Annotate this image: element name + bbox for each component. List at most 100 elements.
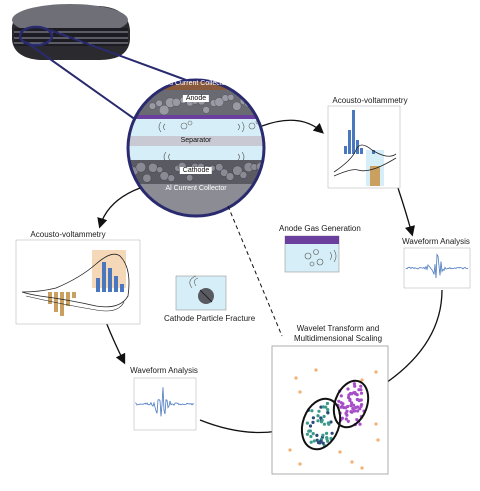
scatter-point xyxy=(350,401,354,405)
cathode-particle xyxy=(274,174,283,183)
arrow-to-av-left xyxy=(97,187,141,229)
cathode-particle xyxy=(262,167,264,176)
anode-particle xyxy=(214,97,224,107)
scatter-point xyxy=(288,448,292,452)
anode-particle xyxy=(172,97,181,107)
scatter-point xyxy=(319,405,323,409)
arrow-to-av-right xyxy=(261,119,324,134)
scatter-point xyxy=(359,404,363,408)
scatter-point xyxy=(352,382,356,386)
scatter-point xyxy=(311,420,315,424)
scatter-point xyxy=(309,434,313,439)
scatter-point xyxy=(325,431,329,435)
scatter-point xyxy=(322,422,326,426)
anode-particle xyxy=(251,98,259,107)
scatter-point xyxy=(353,409,357,413)
wavelet-title-line1: Wavelet Transform and xyxy=(296,324,380,333)
scatter-point xyxy=(357,388,361,392)
cathode-particle xyxy=(239,171,248,179)
scatter-point xyxy=(322,414,326,419)
al-collector-label: Al Current Collector xyxy=(165,185,227,192)
cu-collector-label: Cu Current Collector xyxy=(164,80,228,87)
scatter-point xyxy=(321,441,325,445)
scatter-point xyxy=(349,404,353,408)
cathode-fracture-title: Cathode Particle Fracture xyxy=(164,314,256,323)
scatter-point xyxy=(356,409,360,413)
cathode-particle xyxy=(135,162,147,173)
scatter-point xyxy=(329,436,333,441)
anode-particle xyxy=(275,101,283,109)
anode-particle xyxy=(261,102,264,113)
scatter-point xyxy=(312,439,316,443)
scatter-point xyxy=(342,406,346,410)
anode-particle xyxy=(202,106,210,114)
scatter-point xyxy=(311,432,315,436)
scatter-point xyxy=(358,407,362,411)
cathode-particle xyxy=(270,170,278,178)
scatter-point xyxy=(309,440,313,444)
waveform-plot-left xyxy=(133,377,197,431)
av-plot-left xyxy=(15,239,141,325)
scatter-point xyxy=(325,401,329,406)
scatter-point xyxy=(359,384,363,388)
magnified-cell-layers xyxy=(120,78,290,218)
waveform-left-title: Waveform Analysis xyxy=(130,366,198,375)
cathode-label: Cathode xyxy=(179,167,213,174)
zoom-line-upper xyxy=(49,29,187,81)
scatter-point xyxy=(318,441,322,445)
scatter-point xyxy=(344,417,348,421)
scatter-point xyxy=(326,408,330,412)
scatter-point xyxy=(348,397,352,401)
cathode-particle xyxy=(159,171,169,181)
scatter-point xyxy=(327,422,331,426)
anode-gas-icon xyxy=(284,235,340,273)
scatter-point xyxy=(345,409,349,413)
scatter-point xyxy=(376,438,380,442)
anode-particle xyxy=(120,101,126,107)
scatter-point xyxy=(374,370,378,374)
scatter-point xyxy=(339,405,343,409)
anode-particle xyxy=(232,101,242,111)
cathode-particle xyxy=(215,163,224,172)
scatter-point xyxy=(350,460,354,464)
cathode-particle xyxy=(225,172,235,181)
scatter-point xyxy=(352,391,356,395)
anode-particle xyxy=(269,105,278,114)
scatter-point xyxy=(338,450,342,454)
cu-collector-layer xyxy=(128,80,264,90)
scatter-point xyxy=(310,409,314,413)
scatter-point xyxy=(341,402,345,406)
scatter-point xyxy=(353,384,357,388)
scatter-point xyxy=(346,404,350,409)
av-plot-right xyxy=(327,105,401,189)
scatter-point xyxy=(317,409,321,413)
cathode-particle xyxy=(232,165,243,176)
coin-cell-battery xyxy=(11,4,130,60)
scatter-point xyxy=(308,429,312,433)
scatter-point xyxy=(351,406,355,411)
anode-particle xyxy=(227,94,235,101)
scatter-point xyxy=(352,403,356,407)
scatter-point xyxy=(374,422,378,426)
scatter-point xyxy=(305,421,309,425)
scatter-point xyxy=(305,432,309,436)
anode-particle xyxy=(128,98,133,107)
scatter-point xyxy=(329,420,333,424)
scatter-point xyxy=(294,376,298,380)
scatter-point xyxy=(320,418,324,422)
anode-particle xyxy=(148,102,156,110)
cathode-particle xyxy=(281,174,290,183)
cathode-particle xyxy=(186,174,194,182)
scatter-point xyxy=(314,368,318,372)
scatter-point xyxy=(321,405,325,409)
av-right-title: Acousto-voltammetry xyxy=(332,96,408,105)
anode-particle xyxy=(257,103,264,111)
anode-particle xyxy=(155,99,163,107)
arrow-av-left-to-waveform xyxy=(105,321,126,365)
zoom-line-lower xyxy=(25,41,137,121)
scatter-point xyxy=(325,437,329,441)
cathode-particle xyxy=(142,173,152,183)
zoom-ring-small xyxy=(18,25,54,47)
scatter-point xyxy=(346,419,350,423)
scatter-point xyxy=(316,419,320,423)
